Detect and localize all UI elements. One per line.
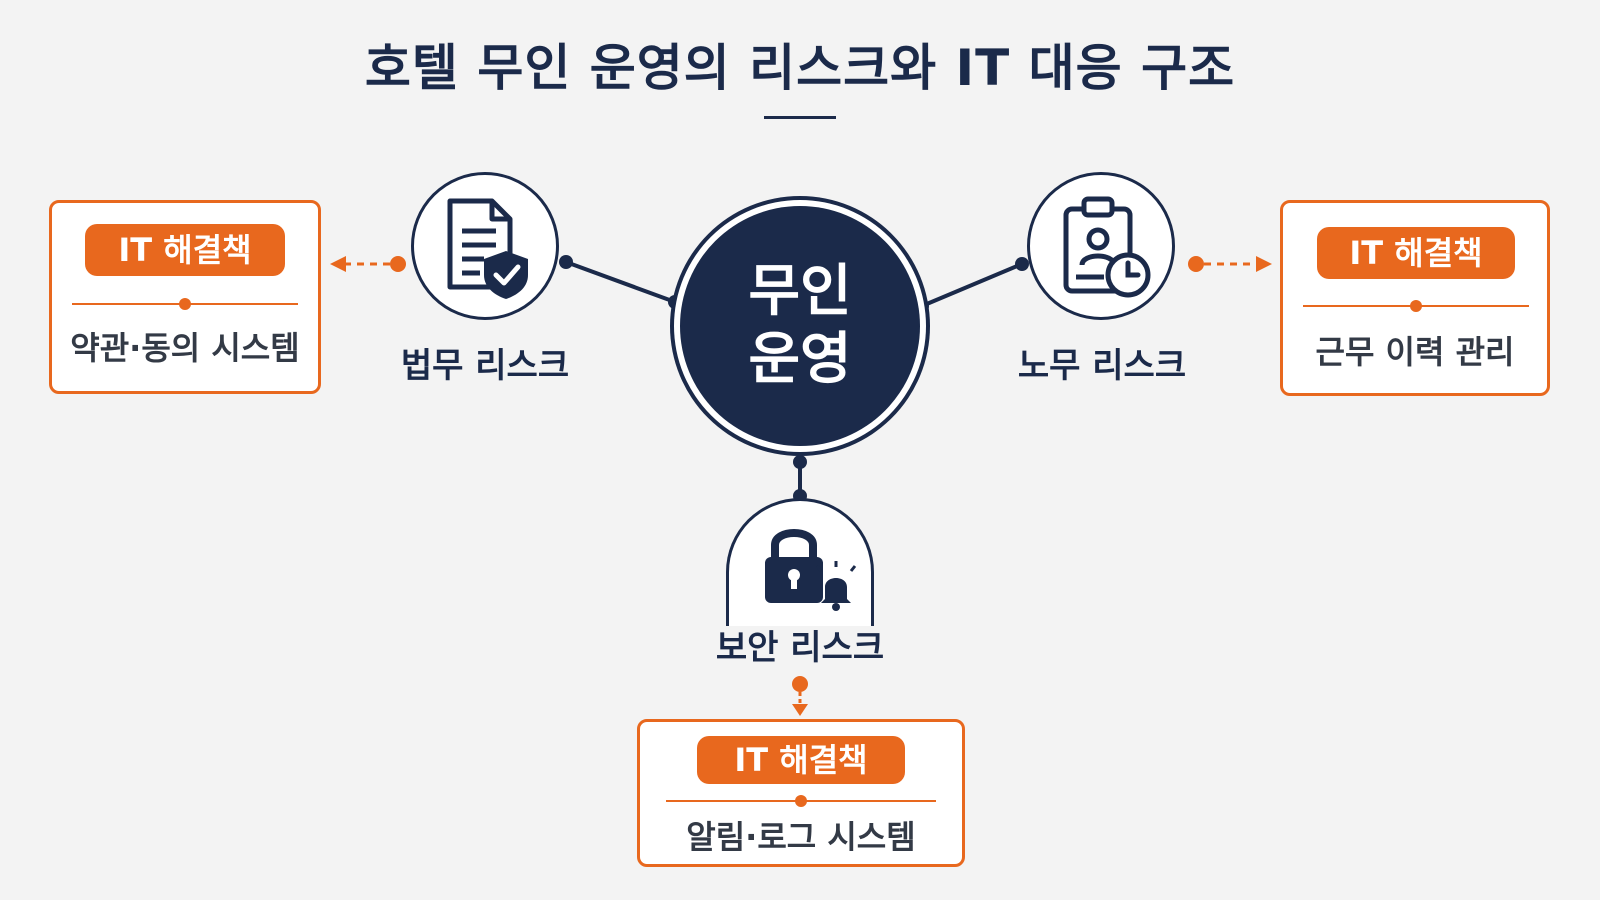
- connector-node-legal-hub: [668, 295, 682, 309]
- connector-legal: [565, 260, 676, 304]
- connector-node-security-hub: [793, 455, 807, 469]
- arrow-head-labor: [1256, 256, 1272, 272]
- page-title: 호텔 무인 운영의 리스크와 IT 대응 구조: [364, 39, 1236, 97]
- document-shield-icon: [447, 198, 528, 299]
- security-risk-label: 보안 리스크: [715, 628, 885, 668]
- labor-solution-box: IT 해결책 근무 이력 관리: [1280, 200, 1550, 396]
- solution-tag: IT 해결책: [697, 736, 905, 784]
- solution-divider-dot: [795, 795, 807, 807]
- solution-tag: IT 해결책: [1317, 227, 1515, 279]
- arrow-head-legal: [330, 256, 346, 272]
- arrow-dot-security: [792, 676, 808, 692]
- hub-label-line1: 무인: [748, 259, 852, 324]
- arrow-dot-legal: [390, 256, 406, 272]
- security-risk-circle: [726, 498, 874, 626]
- solution-text: 알림·로그 시스템: [686, 818, 916, 856]
- solution-divider-dot: [179, 298, 191, 310]
- title-underline: [764, 116, 836, 119]
- arrow-dot-labor: [1188, 256, 1204, 272]
- clipboard-clock-icon: [1063, 196, 1151, 298]
- hub-label-line2: 운영: [748, 327, 852, 392]
- arrow-head-security: [792, 704, 808, 716]
- lock-bell-icon: [765, 529, 857, 611]
- legal-solution-box: IT 해결책 약관·동의 시스템: [49, 200, 321, 394]
- labor-risk-label: 노무 리스크: [1017, 346, 1187, 386]
- labor-risk-circle: [1027, 172, 1175, 320]
- hub-circle: 무인 운영: [680, 206, 920, 446]
- security-solution-box: IT 해결책 알림·로그 시스템: [637, 719, 965, 867]
- legal-risk-circle: [411, 172, 559, 320]
- legal-risk-label: 법무 리스크: [400, 346, 570, 386]
- solution-text: 약관·동의 시스템: [70, 329, 300, 367]
- connector-node-labor: [1015, 257, 1029, 271]
- solution-text: 근무 이력 관리: [1315, 333, 1515, 371]
- solution-divider-dot: [1410, 300, 1422, 312]
- connector-labor: [921, 262, 1023, 308]
- solution-tag: IT 해결책: [85, 224, 285, 276]
- connector-node-legal: [559, 255, 573, 269]
